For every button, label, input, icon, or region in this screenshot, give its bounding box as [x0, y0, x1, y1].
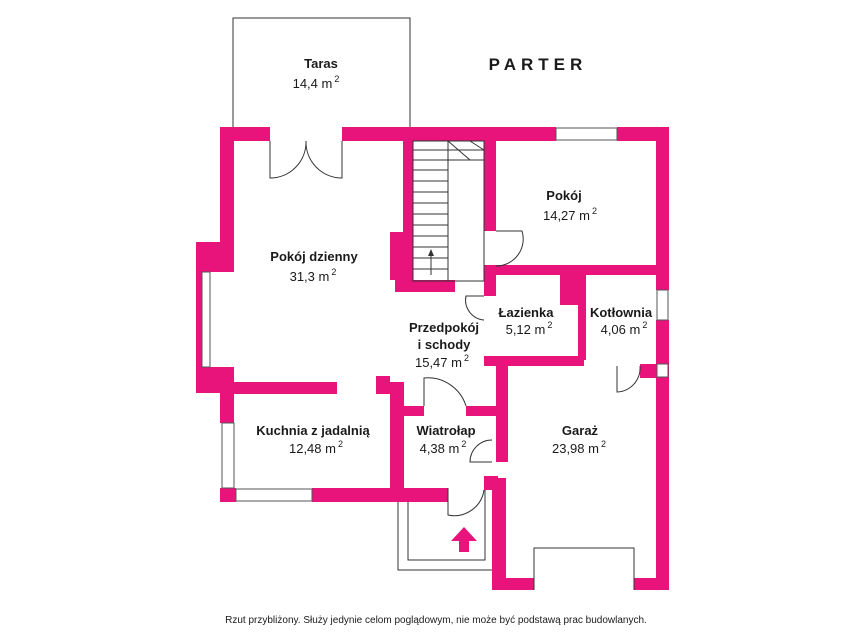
room-kotlownia-name: Kotłownia — [590, 305, 653, 320]
entrance-path — [397, 490, 492, 571]
doors — [269, 140, 641, 517]
room-kuchnia-name: Kuchnia z jadalnią — [256, 423, 370, 438]
room-wiatrolap-name: Wiatrołap — [416, 423, 475, 438]
floor-title: PARTER — [489, 55, 588, 74]
room-garaz-name: Garaż — [562, 423, 599, 438]
terrace-outline — [232, 17, 411, 128]
stairs-arrow-icon — [428, 249, 434, 275]
room-taras-name: Taras — [304, 56, 338, 71]
disclaimer-note: Rzut przybliżony. Służy jedynie celom po… — [225, 615, 647, 626]
entrance-arrow-icon — [451, 527, 477, 552]
walls — [196, 127, 669, 590]
garage-door — [533, 547, 635, 590]
room-przedpokoj-name: Przedpokój — [409, 320, 479, 335]
windows — [201, 127, 669, 502]
room-lazienka-name: Łazienka — [499, 305, 555, 320]
room-przedpokoj-name-line2: i schody — [418, 337, 472, 352]
stairs — [412, 140, 485, 282]
room-pokoj-name: Pokój — [546, 188, 581, 203]
room-pokoj-dzienny-name: Pokój dzienny — [270, 249, 358, 264]
